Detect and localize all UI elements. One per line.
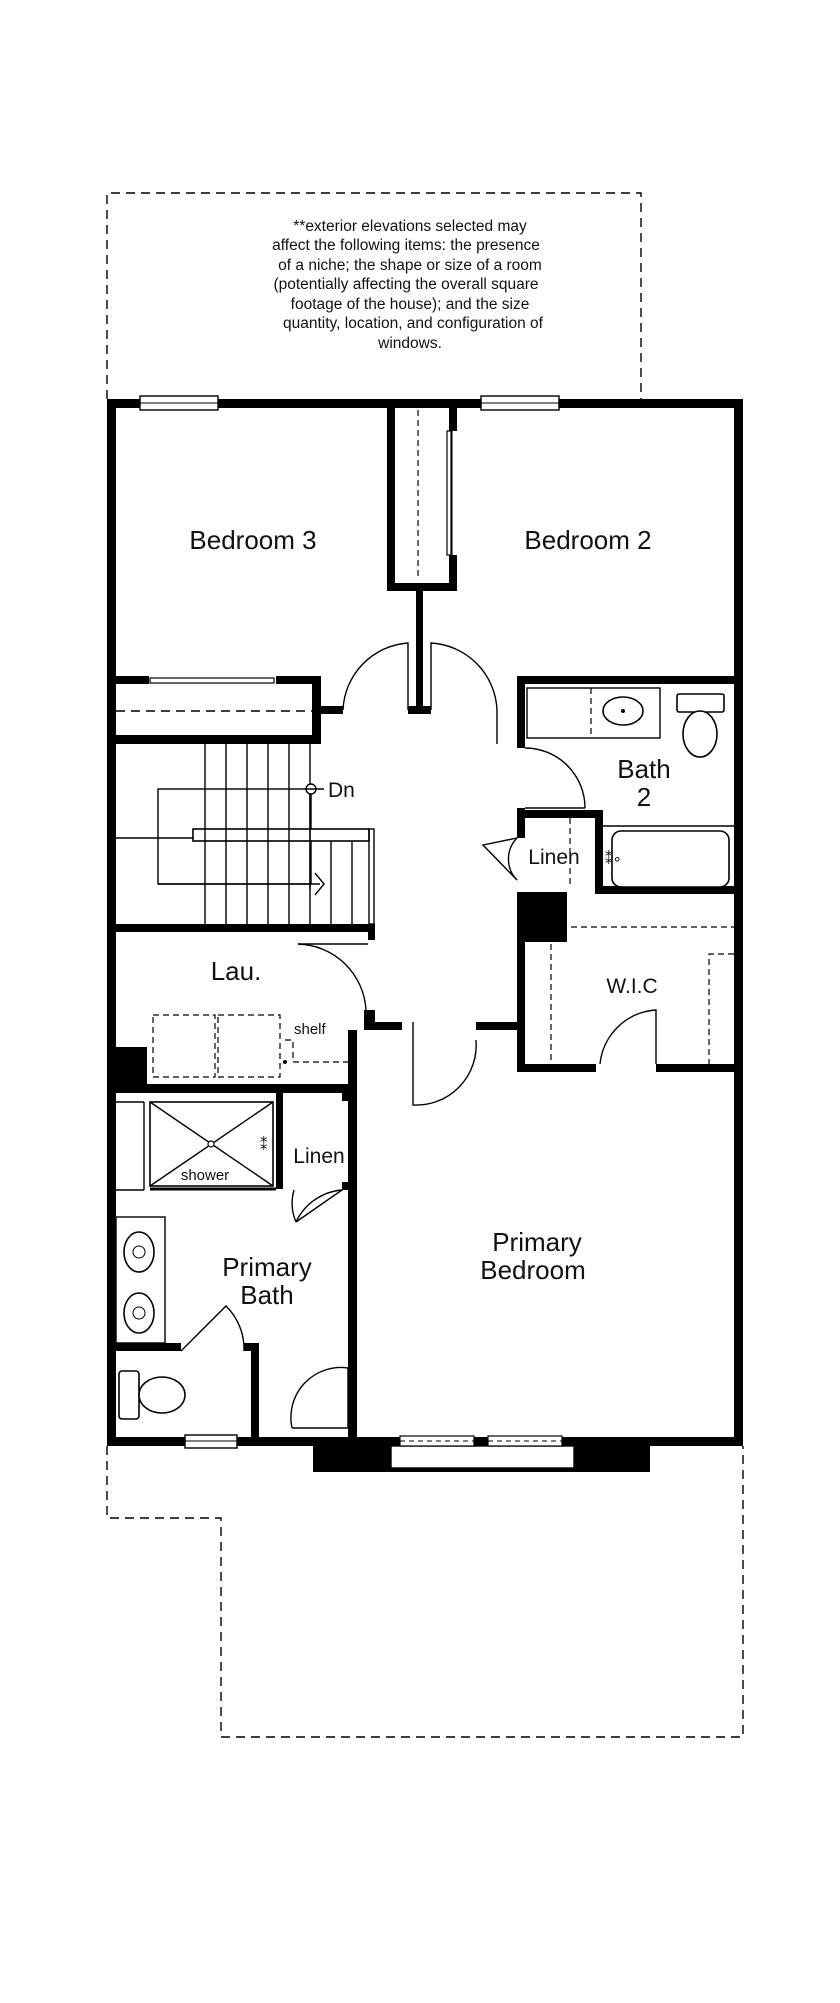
hall-doors — [342, 642, 498, 744]
note-line-2: affect the following items: the presence — [272, 237, 540, 254]
bath2-label-line2: 2 — [637, 782, 651, 812]
note-line-6: quantity, location, and configuration of — [283, 315, 544, 332]
laundry-label: Lau. — [211, 956, 262, 986]
primary-bedroom-label-line1: Primary — [492, 1227, 582, 1257]
interior-walls — [107, 399, 743, 1445]
upper-dashed-outline — [106, 192, 642, 399]
note-line-7: windows. — [377, 335, 442, 352]
svg-text:⁑: ⁑ — [260, 1135, 268, 1154]
lower-dashed-outline — [106, 1446, 744, 1738]
bath2-fixtures: ⁑∘ — [524, 687, 743, 888]
note-line-1: **exterior elevations selected may — [293, 218, 527, 235]
svg-text:⁑∘: ⁑∘ — [605, 849, 622, 868]
note-line-4: (potentially affecting the overall squar… — [273, 276, 538, 293]
bedroom3-closet — [116, 677, 312, 712]
lower-linen-label: Linen — [293, 1145, 344, 1168]
primary-bath-label-line1: Primary — [222, 1252, 312, 1282]
stairs-down-label: Dn — [328, 779, 355, 802]
upper-linen-label: Linen — [528, 846, 579, 869]
bedroom3-label: Bedroom 3 — [189, 525, 316, 555]
laundry-fixtures — [152, 943, 477, 1106]
upper-linen-closet — [481, 818, 571, 886]
staircase: Dn — [116, 744, 375, 925]
elevation-note: **exterior elevations selected may affec… — [272, 218, 543, 352]
primary-bath-label-line2: Bath — [240, 1280, 294, 1310]
exterior-walls — [107, 399, 743, 1472]
note-line-3: of a niche; the shape or size of a room — [278, 257, 542, 274]
wic-label: W.I.C — [606, 975, 657, 998]
shelf-label: shelf — [294, 1021, 327, 1038]
bedroom2-label: Bedroom 2 — [524, 525, 651, 555]
primary-bath-fixtures: ⁑ — [115, 1101, 349, 1429]
windows — [139, 395, 563, 1449]
bath2-label-line1: Bath — [617, 754, 671, 784]
primary-bedroom-label-line2: Bedroom — [480, 1255, 586, 1285]
closet-bypass-doors — [417, 410, 453, 580]
wic-closet — [550, 926, 734, 1065]
note-line-5: footage of the house); and the size — [291, 296, 530, 313]
room-labels: Bedroom 3 Bedroom 2 Bath 2 Linen Lau. sh… — [181, 525, 671, 1310]
shower-label: shower — [181, 1167, 229, 1184]
